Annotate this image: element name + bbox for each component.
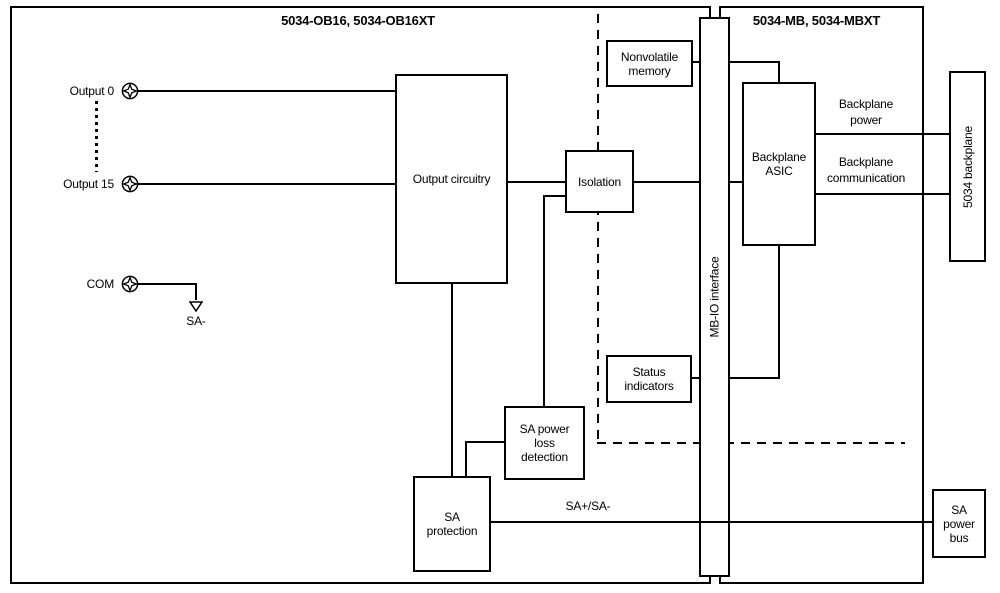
right-module-title: 5034-MB, 5034-MBXT (752, 13, 881, 28)
block-sa-power-bus-label: SA power bus (943, 502, 975, 545)
block-sa-protection-label: SA protection (426, 510, 478, 538)
label-backplane-power: Backplane power (838, 97, 894, 127)
wire-saloss-horizontal (465, 441, 506, 443)
wire-isolation-stub (543, 195, 567, 197)
terminal-label-output0: Output 0 (69, 84, 115, 98)
wire-asic-down-horizontal (728, 377, 780, 379)
block-sa-power-bus: SA power bus (932, 489, 986, 558)
block-backplane-asic: Backplane ASIC (742, 82, 816, 246)
outputs-ellipsis-dotted-line (95, 101, 98, 172)
wire-mbio-asic-top-horizontal (728, 61, 780, 63)
block-5034-backplane: 5034 backplane (949, 71, 986, 262)
block-sa-power-loss-detection: SA power loss detection (504, 406, 585, 480)
wire-outputcircuitry-saprotection (451, 282, 453, 478)
wire-saloss-vertical (465, 441, 467, 478)
block-sa-power-loss-detection-label: SA power loss detection (519, 422, 570, 464)
label-backplane-communication: Backplane communication (826, 155, 906, 185)
block-status-indicators: Status indicators (606, 355, 692, 403)
block-output-circuitry-label: Output circuitry (412, 172, 491, 186)
block-isolation-label: Isolation (578, 174, 621, 189)
label-sa-minus: SA- (186, 314, 206, 328)
wire-status-mbio (689, 377, 701, 379)
block-mb-io-interface: MB-IO interface (699, 17, 730, 577)
block-sa-protection: SA protection (413, 476, 491, 572)
left-module-title: 5034-OB16, 5034-OB16XT (281, 13, 435, 28)
block-nonvolatile-memory: Nonvolatile memory (606, 40, 693, 87)
isolation-barrier-dashed-vertical (597, 14, 599, 443)
isolation-barrier-dashed-horizontal (597, 442, 905, 444)
wire-com-horizontal (136, 283, 197, 285)
wire-sa-bus (489, 521, 934, 523)
wire-isolation-mbio (631, 181, 701, 183)
screw-terminal-icon-com (121, 275, 139, 298)
wire-mbio-asic-mid (728, 181, 744, 183)
block-mb-io-interface-label: MB-IO interface (707, 256, 722, 338)
wire-isolation-saloss (543, 195, 545, 408)
wire-nvmemory-mbio (690, 61, 701, 63)
ground-arrow-icon (188, 299, 204, 317)
label-sa-plus-minus: SA+/SA- (565, 499, 611, 513)
wire-backplane-communication (813, 193, 952, 195)
block-status-indicators-label: Status indicators (624, 365, 674, 393)
block-output-circuitry: Output circuitry (395, 74, 508, 284)
wire-output-15 (136, 183, 398, 185)
left-module-outline (10, 6, 711, 584)
wire-output-0 (136, 90, 398, 92)
screw-terminal-icon-output15 (121, 175, 139, 198)
wire-asic-down-vertical (778, 244, 780, 379)
block-5034-backplane-label: 5034 backplane (960, 125, 975, 208)
wire-com-vertical (195, 283, 197, 300)
wire-mbio-asic-top-vertical (778, 61, 780, 85)
screw-terminal-icon-output0 (121, 82, 139, 105)
terminal-label-output15: Output 15 (63, 177, 114, 191)
block-isolation: Isolation (565, 150, 634, 213)
terminal-label-com: COM (86, 277, 115, 291)
block-backplane-asic-label: Backplane ASIC (751, 150, 807, 178)
wire-outputcircuitry-isolation (506, 181, 567, 183)
wire-backplane-power (813, 133, 952, 135)
block-nonvolatile-memory-label: Nonvolatile memory (620, 49, 679, 78)
